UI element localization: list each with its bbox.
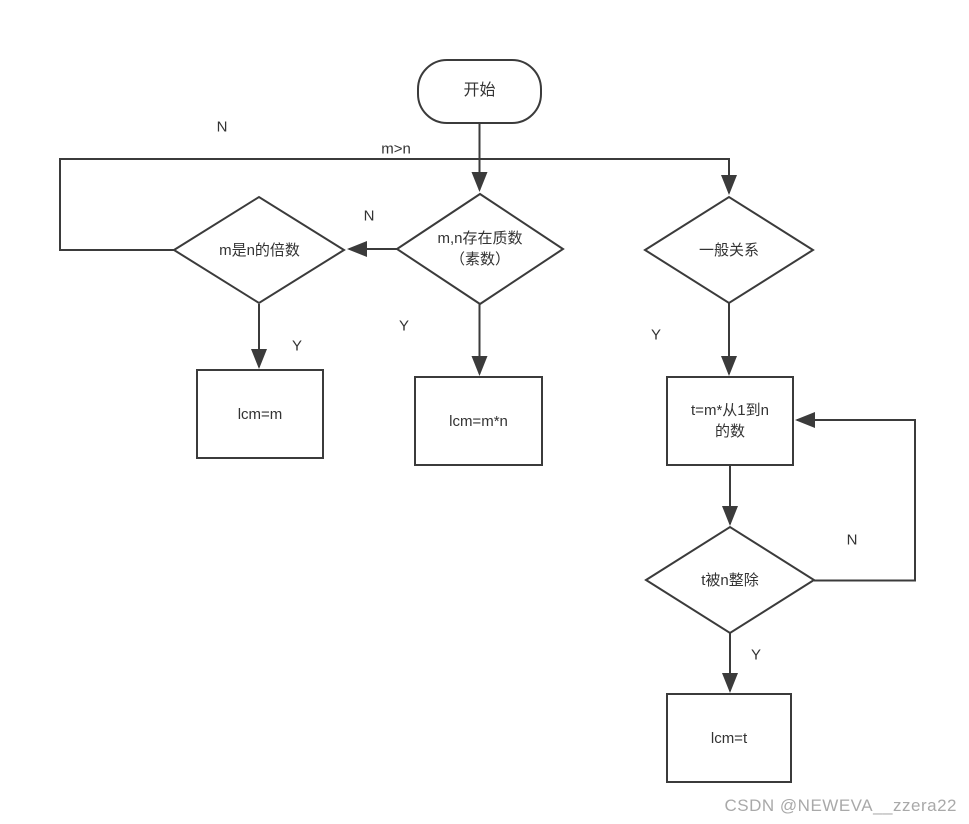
edge-divisible-no-loop: [795, 412, 916, 582]
start-node-shape: [417, 59, 542, 124]
edge-group: [59, 123, 916, 693]
process-lcm-t-shape: [666, 693, 792, 783]
decision-general-shape: [643, 195, 815, 305]
process-lcm-m-shape: [196, 369, 324, 459]
process-t-assign-shape: [666, 376, 794, 466]
process-lcm-mn-shape: [414, 376, 543, 466]
decision-prime-shape: [395, 192, 565, 306]
decision-divisible-shape: [644, 525, 816, 635]
node-shape-group: [172, 59, 816, 783]
decision-multiple-shape: [172, 195, 346, 305]
edge-multiple-no-to-general-check: [59, 158, 737, 251]
